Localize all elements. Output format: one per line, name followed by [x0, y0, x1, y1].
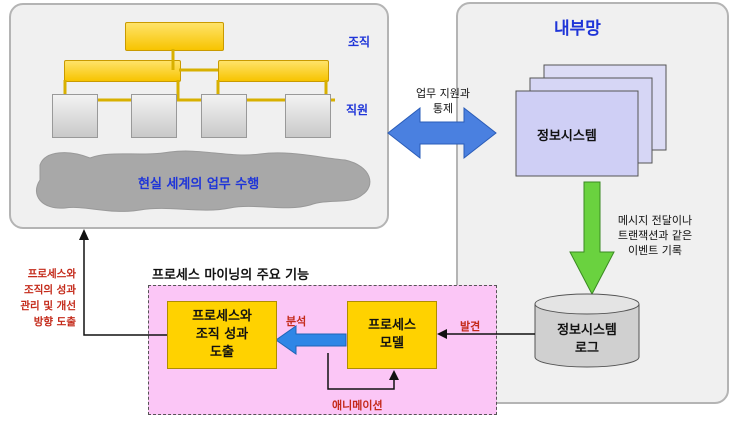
org-connectors [55, 49, 335, 102]
staff-computer-icon [285, 94, 331, 138]
analysis-label: 분석 [286, 315, 307, 328]
output-line: 프로세스와 [192, 309, 252, 324]
note-line: 방향 도출 [33, 316, 76, 328]
staff-computer-icon [201, 94, 247, 138]
event-record-arrow [569, 181, 615, 296]
model-line: 모델 [380, 336, 404, 351]
feedback-note: 프로세스와 조직의 성과 관리 및 개선 방향 도출 [4, 266, 76, 330]
org-label: 조직 [348, 35, 371, 49]
note-line: 조직의 성과 [24, 284, 76, 296]
event-line: 트랜잭션과 같은 [617, 229, 693, 242]
process-model-box: 프로세스 모델 [347, 301, 437, 369]
information-system-label: 정보시스템 [537, 129, 597, 144]
animation-label: 애니메이션 [332, 399, 383, 412]
process-mining-title: 프로세스 마이닝의 주요 기능 [152, 268, 310, 283]
analysis-arrow [275, 325, 347, 355]
system-log-cylinder [534, 293, 640, 368]
note-line: 관리 및 개선 [20, 300, 76, 312]
system-log-label: 정보시스템 로그 [535, 322, 639, 358]
log-line: 정보시스템 [557, 323, 617, 338]
real-world-cloud [35, 150, 371, 212]
staff-computer-icon [52, 94, 98, 138]
log-line: 로그 [575, 341, 599, 356]
cloud-label: 현실 세계의 업무 수행 [138, 177, 260, 192]
information-system-box [515, 90, 639, 177]
discovery-label: 발견 [460, 320, 481, 333]
support-line: 업무 지원과 [415, 87, 471, 100]
support-control-arrow [387, 106, 497, 160]
event-record-label: 메시지 전달이나 트랜잭션과 같은 이벤트 기록 [600, 213, 710, 258]
output-line: 도출 [210, 345, 234, 360]
model-line: 프로세스 [368, 318, 416, 333]
note-line: 프로세스와 [27, 268, 76, 280]
support-control-label: 업무 지원과 통제 [403, 86, 483, 116]
staff-computer-icon [131, 94, 177, 138]
support-line: 통제 [432, 102, 454, 115]
org-box-mid-right [218, 60, 329, 82]
org-box-top [125, 22, 224, 51]
event-line: 이벤트 기록 [627, 244, 683, 257]
process-output-box: 프로세스와 조직 성과 도출 [167, 301, 277, 369]
staff-label: 직원 [346, 103, 369, 117]
event-line: 메시지 전달이나 [617, 214, 693, 227]
output-line: 조직 성과 [195, 327, 249, 342]
internal-network-title: 내부망 [554, 19, 601, 39]
